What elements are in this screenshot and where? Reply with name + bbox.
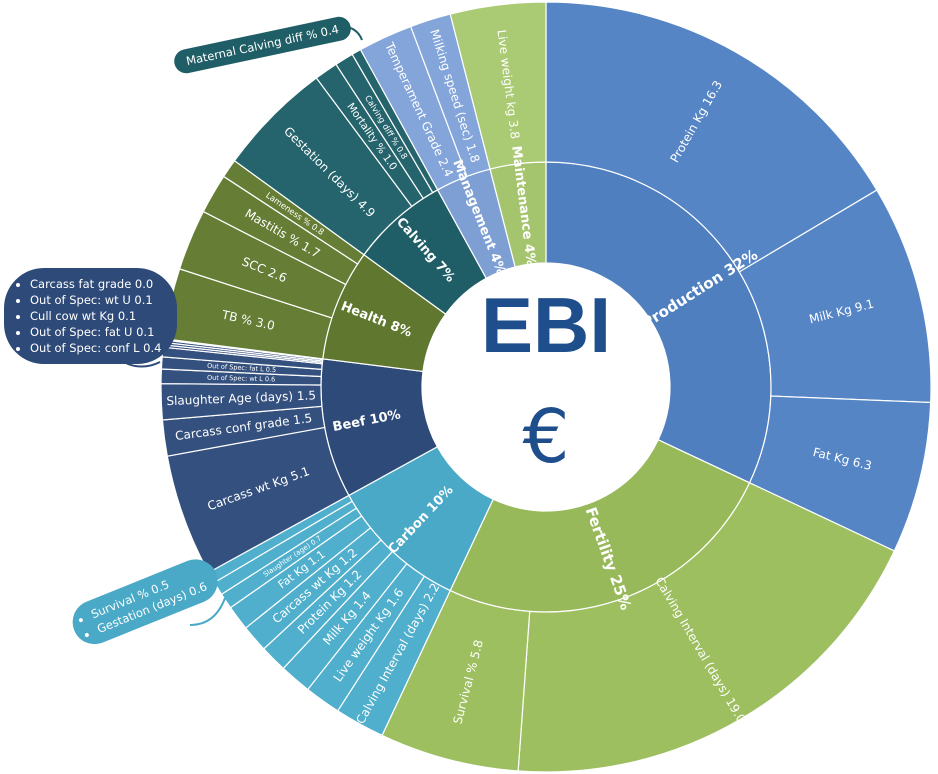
callout-beef: Carcass fat grade 0.0 Out of Spec: wt U … [4,268,178,364]
callout-item: Carcass fat grade 0.0 [30,276,161,292]
segment-label: Slaughter Age (days) 1.5 [166,388,316,408]
callout-item: Out of Spec: wt U 0.1 [30,292,161,308]
center-hole [422,263,670,511]
callout-item: Out of Spec: fat U 0.1 [30,324,161,340]
outer-segment [517,482,896,773]
outer-segment [545,1,878,273]
segment-label: Out of Spec: wt L 0.6 [207,374,275,384]
callout-item: Cull cow wt Kg 0.1 [30,308,161,324]
callout-item: Out of Spec: conf L 0.4 [30,340,161,356]
outer-segment [449,1,547,170]
chart-title: EBI [481,281,611,369]
callout-arrow-carbon-2 [189,597,226,626]
euro-icon: € [522,394,569,480]
